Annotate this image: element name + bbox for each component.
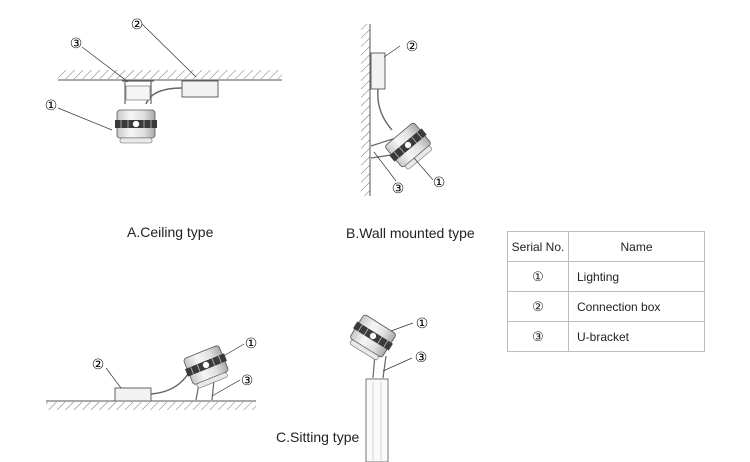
ceiling-marker-3: ③	[70, 36, 83, 52]
ceiling-type-diagram: ② ③ ①	[45, 17, 282, 144]
floor-marker-2: ②	[92, 357, 105, 373]
legend-row: ① Lighting	[507, 261, 705, 292]
caption-wall-mounted-type: B.Wall mounted type	[346, 225, 475, 241]
legend-row: ③ U-bracket	[507, 321, 705, 352]
legend-name: Lighting	[568, 261, 705, 292]
ceiling-marker-1: ①	[45, 98, 58, 114]
legend-serial: ②	[507, 291, 569, 322]
ceiling-u-bracket	[122, 80, 154, 104]
sitting-marker-3: ③	[415, 350, 428, 366]
legend-row: ② Connection box	[507, 291, 705, 322]
wall-marker-1: ①	[433, 175, 446, 191]
floor-connection-box	[114, 387, 152, 402]
sitting-marker-1: ①	[416, 316, 429, 332]
legend-serial: ①	[507, 261, 569, 292]
legend-table: Serial No. Name ① Lighting ② Connection …	[507, 231, 705, 352]
wall-surface	[361, 24, 370, 196]
caption-ceiling-type: A.Ceiling type	[127, 224, 214, 240]
wall-cable	[377, 88, 393, 131]
wall-type-diagram: ② ③ ①	[361, 24, 445, 197]
wall-connection-box	[370, 52, 386, 90]
legend-name: Connection box	[568, 291, 705, 322]
wall-marker-2: ②	[406, 39, 419, 55]
caption-sitting-type: C.Sitting type	[276, 429, 360, 445]
wall-marker-3: ③	[392, 181, 405, 197]
sitting-lamp	[344, 312, 399, 364]
legend-header-name: Name	[568, 231, 705, 262]
sitting-type-diagram: ① ③	[344, 312, 429, 462]
ceiling-marker-2: ②	[131, 17, 144, 33]
ceiling-cable	[145, 87, 183, 105]
legend-header-row: Serial No. Name	[507, 231, 705, 262]
floor-lamp	[180, 343, 234, 391]
ceiling-lamp	[114, 109, 158, 144]
floor-marker-1: ①	[245, 336, 258, 352]
floor-surface	[46, 402, 256, 410]
floor-cable	[150, 373, 189, 395]
floor-type-diagram: ② ① ③	[46, 336, 257, 410]
ceiling-surface	[58, 70, 282, 79]
legend-serial: ③	[507, 321, 569, 352]
floor-marker-3: ③	[241, 373, 254, 389]
ceiling-connection-box	[181, 80, 219, 98]
sitting-post	[365, 378, 389, 462]
legend-header-serial: Serial No.	[507, 231, 569, 262]
legend-name: U-bracket	[568, 321, 705, 352]
